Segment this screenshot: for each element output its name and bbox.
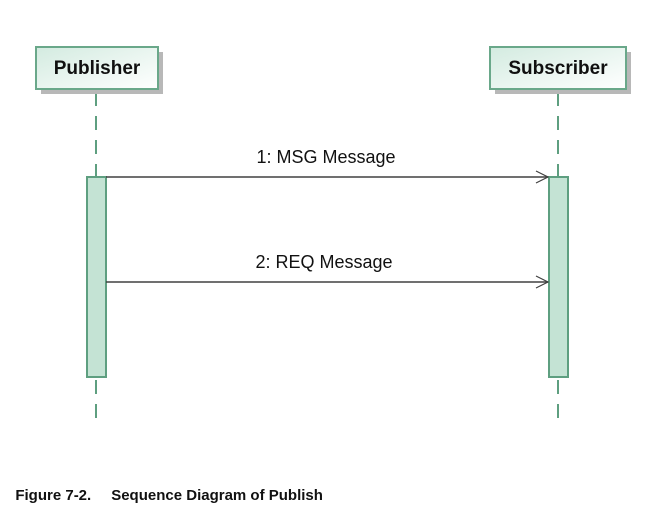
arrowhead-icon [535,170,550,184]
figure-title: Sequence Diagram of Publish [111,487,323,504]
figure-caption: Figure 7-2. Sequence Diagram of Publish [7,470,323,504]
participant-label-subscriber: Subscriber [508,58,608,79]
message-label: 2: REQ Message [255,252,392,272]
message-label: 1: MSG Message [256,147,395,167]
message-1: 1: MSG Message [106,147,550,184]
participant-label-publisher: Publisher [54,58,141,79]
participant-publisher: Publisher [35,46,163,94]
activation-bar-publisher [86,176,107,378]
arrowhead-icon [535,275,550,289]
message-2: 2: REQ Message [106,252,550,289]
activation-bar-subscriber [548,176,569,378]
participant-subscriber: Subscriber [489,46,631,94]
participant-box [489,46,627,90]
participant-box [35,46,159,90]
figure-number: Figure 7-2. [15,487,92,504]
